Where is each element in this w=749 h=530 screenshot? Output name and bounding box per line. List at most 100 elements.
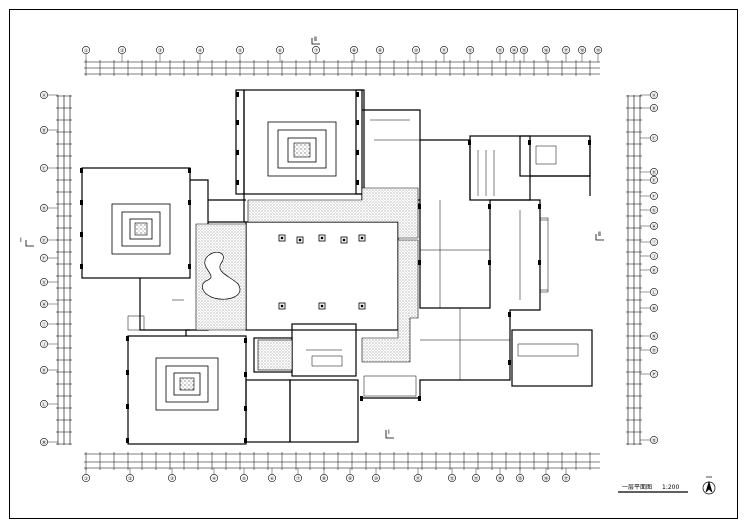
wall-stub xyxy=(80,232,83,237)
svg-text:Ⓛ: Ⓛ xyxy=(652,289,657,296)
axis-marker: ⑧ xyxy=(350,46,358,62)
svg-text:⑮: ⑮ xyxy=(522,47,527,54)
svg-text:Ⓐ: Ⓐ xyxy=(652,92,657,99)
axis-marker: ⑧ xyxy=(320,468,328,482)
wall-stub xyxy=(126,336,129,341)
north-arrow-icon xyxy=(702,476,716,495)
axis-marker: Ⓟ xyxy=(640,370,658,378)
axis-marker: Ⓜ xyxy=(40,438,58,446)
svg-text:⑬: ⑬ xyxy=(474,475,479,482)
axis-marker: ⑬ xyxy=(496,46,504,62)
svg-text:④: ④ xyxy=(212,476,216,482)
axis-marker: Ⓠ xyxy=(640,436,658,444)
svg-text:⑤: ⑤ xyxy=(242,476,246,482)
hall-columns xyxy=(278,234,366,310)
svg-text:Ⓙ: Ⓙ xyxy=(42,341,47,348)
left-dimension-ticks xyxy=(56,95,72,445)
svg-text:⑭: ⑭ xyxy=(512,47,517,54)
svg-text:⑤: ⑤ xyxy=(238,48,242,54)
axis-marker: ⑱ xyxy=(578,46,586,62)
axis-marker: ⑥ xyxy=(268,468,276,482)
wall-stub xyxy=(360,396,363,401)
wall-stub xyxy=(418,396,421,401)
svg-text:⑰: ⑰ xyxy=(564,47,569,54)
axis-marker: ④ xyxy=(210,468,218,482)
svg-text:Ⓕ: Ⓕ xyxy=(652,193,657,200)
axis-marker: ② xyxy=(126,468,134,482)
axis-marker: ② xyxy=(118,46,126,62)
axis-marker: ⑨ xyxy=(376,46,384,62)
svg-text:Ⓘ: Ⓘ xyxy=(652,239,657,246)
svg-text:⑪: ⑪ xyxy=(442,47,447,54)
column-core xyxy=(280,236,284,240)
pavilion-inner-frames xyxy=(111,121,337,411)
svg-text:③: ③ xyxy=(158,48,162,54)
svg-text:Ⓚ: Ⓚ xyxy=(652,267,657,274)
axis-marker: Ⓗ xyxy=(40,300,58,308)
wall-stub xyxy=(80,264,83,269)
axis-marker: ⑰ xyxy=(562,468,570,482)
svg-text:④: ④ xyxy=(198,48,202,54)
svg-text:①: ① xyxy=(84,48,88,54)
garden-pond xyxy=(201,251,241,300)
wall-stub xyxy=(508,360,511,365)
axis-marker: Ⓑ xyxy=(640,104,658,112)
svg-text:⑲: ⑲ xyxy=(596,47,601,54)
column-core xyxy=(298,238,302,242)
axis-marker: Ⓐ xyxy=(640,91,658,99)
axis-marker: Ⓒ xyxy=(640,134,658,142)
axis-marker: Ⓗ xyxy=(640,222,658,230)
svg-text:Ⓑ: Ⓑ xyxy=(42,127,47,134)
svg-text:⑯: ⑯ xyxy=(544,47,549,54)
wall-stub xyxy=(356,92,359,97)
svg-text:⑬: ⑬ xyxy=(498,47,503,54)
axis-marker: ⑭ xyxy=(496,468,504,482)
wall-stub xyxy=(244,438,247,443)
column-core xyxy=(320,304,324,308)
axis-marker: ③ xyxy=(156,46,164,62)
section-mark-bottom: Ⅰ xyxy=(388,429,390,436)
svg-text:Ⓖ: Ⓖ xyxy=(42,279,47,286)
axis-marker: Ⓔ xyxy=(640,176,658,184)
wall-stub xyxy=(188,168,191,173)
svg-text:⑩: ⑩ xyxy=(414,48,418,54)
wall-stub xyxy=(188,264,191,269)
pavilion-center-details xyxy=(134,142,311,391)
axis-marker: Ⓞ xyxy=(640,346,658,354)
top-dimension-lines xyxy=(84,61,600,75)
svg-text:Ⓓ: Ⓓ xyxy=(42,205,47,212)
svg-text:Ⓠ: Ⓠ xyxy=(652,437,657,444)
svg-text:Ⓔ: Ⓔ xyxy=(42,237,47,244)
svg-text:Ⓛ: Ⓛ xyxy=(42,401,47,408)
bottom-dimension-ticks xyxy=(85,452,591,470)
svg-text:Ⓐ: Ⓐ xyxy=(42,92,47,99)
wall-stub xyxy=(188,200,191,205)
section-mark-top: Ⅱ xyxy=(314,36,317,43)
axis-marker: Ⓙ xyxy=(640,252,658,260)
svg-text:Ⓞ: Ⓞ xyxy=(652,347,657,354)
axis-marker: Ⓓ xyxy=(640,168,658,176)
section-markers xyxy=(25,38,604,439)
section-mark-left: Ⅰ xyxy=(20,237,22,244)
section-mark-right: Ⅱ xyxy=(598,231,601,238)
axis-marker: ⑤ xyxy=(240,468,248,482)
svg-text:⑭: ⑭ xyxy=(498,475,503,482)
wall-stub xyxy=(538,204,541,209)
svg-text:Ⓒ: Ⓒ xyxy=(652,135,657,142)
svg-text:Ⓜ: Ⓜ xyxy=(42,439,47,446)
axis-marker: Ⓘ xyxy=(640,238,658,246)
axis-marker: Ⓘ xyxy=(40,320,58,328)
wall-stub xyxy=(126,438,129,443)
axis-marker: Ⓓ xyxy=(40,204,58,212)
wall-stub xyxy=(588,140,591,145)
wall-stub xyxy=(244,338,247,343)
wall-stub xyxy=(126,404,129,409)
svg-text:Ⓔ: Ⓔ xyxy=(652,177,657,184)
column-core xyxy=(280,304,284,308)
wall-stub xyxy=(418,260,421,265)
axis-marker: Ⓕ xyxy=(40,254,58,262)
axis-marker: Ⓝ xyxy=(640,332,658,340)
axis-marker: Ⓚ xyxy=(640,266,658,274)
